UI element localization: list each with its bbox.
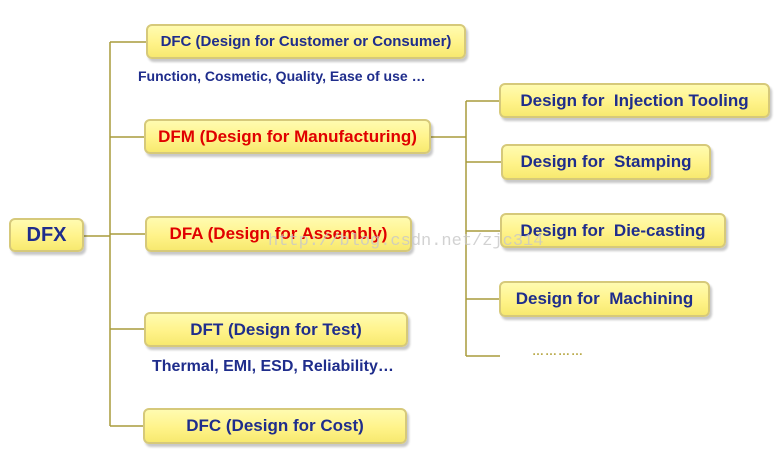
dft-note: Thermal, EMI, ESD, Reliability… xyxy=(152,358,394,375)
dfc-customer-label: DFC (Design for Customer or Consumer) xyxy=(160,33,452,50)
dfa-node: DFA (Design for Assembly) xyxy=(145,216,412,252)
injection-tooling-label: Design for Injection Tooling xyxy=(520,90,749,110)
dfc-cost-label: DFC (Design for Cost) xyxy=(186,416,364,435)
dfm-node: DFM (Design for Manufacturing) xyxy=(144,119,431,154)
die-casting-node: Design for Die-casting xyxy=(500,213,726,248)
watermark-text: http://blog.csdn.net/zjc314 xyxy=(268,232,544,251)
machining-node: Design for Machining xyxy=(499,281,710,317)
stamping-label: Design for Stamping xyxy=(520,152,692,171)
die-casting-label: Design for Die-casting xyxy=(520,220,706,240)
dft-node: DFT (Design for Test) xyxy=(144,312,408,347)
dfx-root-label: DFX xyxy=(26,223,67,246)
dft-label: DFT (Design for Test) xyxy=(190,319,362,339)
stamping-node: Design for Stamping xyxy=(501,144,711,180)
dfc-customer-note: Function, Cosmetic, Quality, Ease of use… xyxy=(138,68,426,84)
dfc-cost-node: DFC (Design for Cost) xyxy=(143,408,407,444)
machining-label: Design for Machining xyxy=(515,289,694,308)
dfa-label: DFA (Design for Assembly) xyxy=(169,224,388,243)
dfc-customer-node: DFC (Design for Customer or Consumer) xyxy=(146,24,466,59)
injection-tooling-node: Design for Injection Tooling xyxy=(499,83,770,118)
dfx-root-node: DFX xyxy=(9,218,84,252)
dfm-label: DFM (Design for Manufacturing) xyxy=(158,126,417,146)
more-indicator: ………… xyxy=(532,344,584,358)
